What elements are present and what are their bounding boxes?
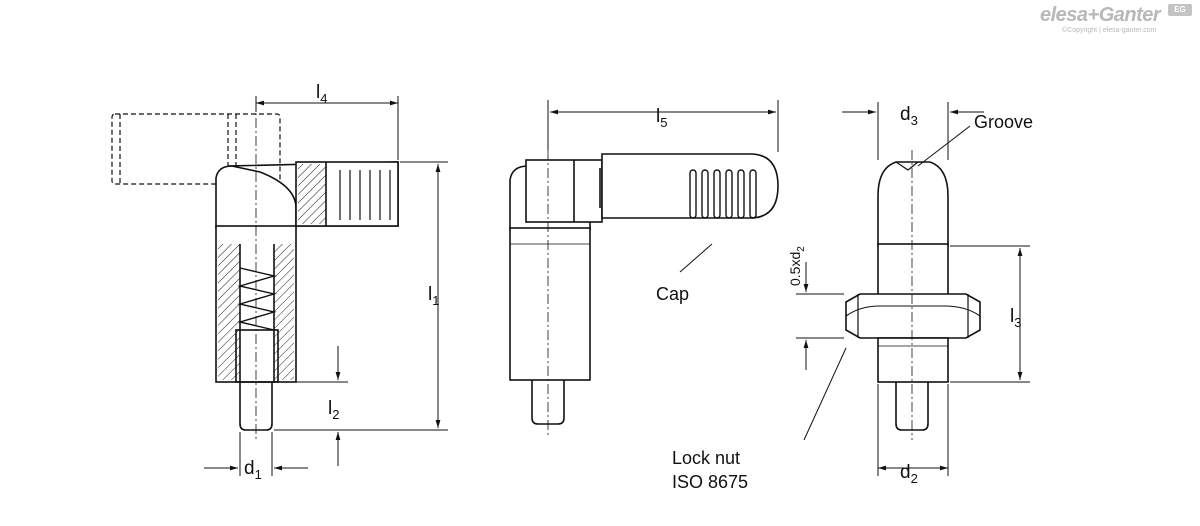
body-3: [877, 243, 949, 297]
label-l1: l1: [428, 284, 439, 308]
dims-view-1: [204, 96, 448, 476]
lock-nut: [845, 293, 981, 339]
label-d3: d3: [900, 104, 918, 128]
label-l2: l2: [328, 398, 339, 422]
dims-view-3: [796, 102, 1030, 476]
brand-name: elesa+Ganter: [1040, 4, 1161, 26]
callout-labels: Groove Cap Lock nut ISO 8675: [656, 112, 1033, 492]
spring: [237, 267, 277, 331]
callout-iso: ISO 8675: [672, 472, 748, 492]
label-half-d2: 0.5xd2: [787, 246, 807, 286]
view-lock-nut: [845, 150, 981, 440]
brand-logo: elesa+Ganter EG ©Copyright | elesa-gante…: [1040, 4, 1196, 38]
label-l5: l5: [656, 106, 667, 130]
label-d1: d1: [244, 458, 262, 482]
callout-lock-nut: Lock nut: [672, 448, 740, 468]
dimension-labels: l4 l5 l1 l2 l3 d1 d2 d3 0.5xd2: [244, 82, 1021, 486]
label-d2: d2: [900, 462, 918, 486]
label-l3: l3: [1010, 306, 1021, 330]
dims-view-2: [547, 100, 779, 273]
knob-grip-lines: [339, 170, 391, 220]
callout-groove: Groove: [974, 112, 1033, 132]
handle-grip-slots: [689, 169, 757, 219]
view-side-section: [111, 100, 399, 440]
callout-cap: Cap: [656, 284, 689, 304]
body-2: [509, 227, 591, 381]
label-l4: l4: [316, 82, 327, 106]
brand-badge: EG: [1168, 4, 1192, 16]
head-3: [877, 161, 949, 247]
brand-copyright: ©Copyright | elesa-ganter.com: [1062, 27, 1157, 34]
view-extended: [509, 150, 779, 436]
